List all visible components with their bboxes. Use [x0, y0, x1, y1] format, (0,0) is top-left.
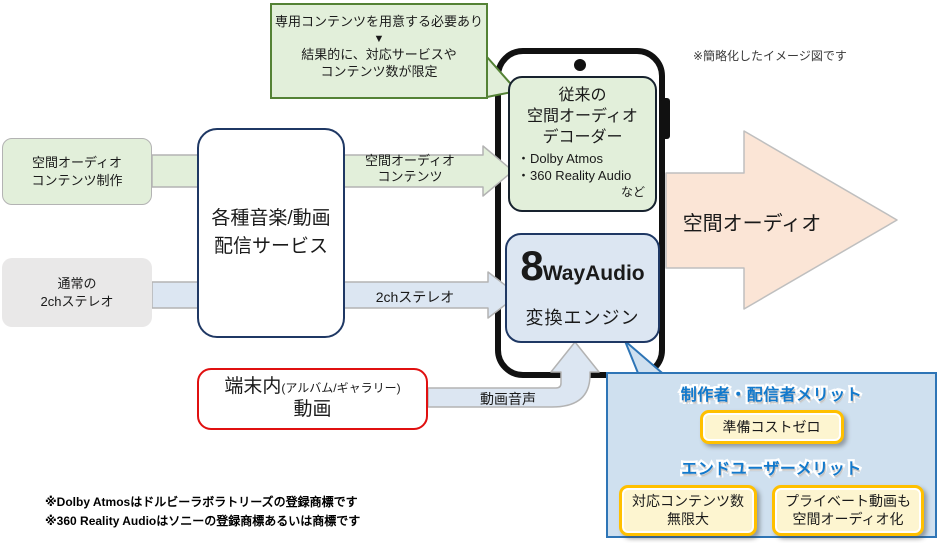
down-triangle-icon: ▼: [373, 32, 385, 45]
benefit-unlimited-content: 対応コンテンツ数 無限大: [619, 485, 757, 536]
limitation-line1: 専用コンテンツを用意する必要あり: [274, 14, 483, 29]
decoder-etc: など: [620, 185, 645, 200]
footnote-dolby: ※Dolby Atmosはドルビーラボラトリーズの登録商標です: [45, 495, 358, 509]
limitation-line3: コンテンツ数が限定: [320, 63, 438, 79]
conversion-engine-box: 8WayAudio 変換エンジン: [505, 233, 660, 343]
benefit-zero-cost: 準備コストゼロ: [699, 410, 844, 445]
device-video-box: 端末内(アルバム/ギャラリー) 動画: [197, 368, 428, 430]
phone-camera-dot-icon: [574, 59, 586, 71]
spatial-content-arrow-label: 空間オーディオ コンテンツ: [364, 153, 456, 184]
distribution-line1: 各種音楽/動画: [211, 207, 331, 229]
creator-merit-heading: 制作者・配信者メリット: [678, 385, 864, 407]
limitation-line2: 結果的に、対応サービスや: [301, 46, 457, 62]
eightwayaudio-logo: 8WayAudio: [520, 245, 645, 296]
video-audio-arrow-label: 動画音声: [480, 391, 536, 407]
device-video-line2: 動画: [293, 399, 332, 420]
spatial-production-box: 空間オーディオ コンテンツ制作: [2, 138, 152, 205]
stereo-line2: 2chステレオ: [40, 293, 114, 309]
normal-stereo-box: 通常の 2chステレオ: [2, 258, 152, 327]
decoder-item-360ra: ・360 Reality Audio: [517, 168, 632, 184]
logo-wayaudio-text: WayAudio: [542, 262, 645, 285]
engine-label: 変換エンジン: [525, 308, 640, 328]
merit-panel: 制作者・配信者メリット 準備コストゼロ エンドユーザーメリット 対応コンテンツ数…: [606, 372, 937, 538]
stereo-line1: 通常の: [57, 275, 97, 291]
device-video-title: 端末内: [224, 376, 282, 398]
trademark-footnotes: ※Dolby Atmosはドルビーラボラトリーズの登録商標です ※360 Rea…: [45, 493, 360, 530]
enduser-merit-heading: エンドユーザーメリット: [679, 459, 864, 481]
simplified-diagram-note: ※簡略化したイメージ図です: [693, 49, 847, 63]
device-video-note: (アルバム/ギャラリー): [281, 381, 401, 396]
decoder-title-line1: 従来の: [558, 87, 607, 104]
logo-digit-8: 8: [520, 242, 543, 289]
decoder-title-line3: デコーダー: [542, 129, 623, 147]
decoder-title-line2: 空間オーディオ: [527, 108, 638, 126]
spatial-production-line2: コンテンツ制作: [31, 172, 123, 188]
spatial-production-line1: 空間オーディオ: [31, 154, 123, 170]
distribution-line2: 配信サービス: [213, 236, 328, 257]
benefit-private-video: プライベート動画も 空間オーディオ化: [772, 485, 924, 536]
decoder-item-dolby: ・Dolby Atmos: [517, 151, 603, 167]
footnote-360ra: ※360 Reality Audioはソニーの登録商標あるいは商標です: [45, 513, 361, 528]
legacy-decoder-box: 従来の 空間オーディオ デコーダー ・Dolby Atmos ・360 Real…: [508, 76, 657, 212]
spatial-output-arrow-label: 空間オーディオ: [682, 213, 822, 235]
phone-side-button: [661, 98, 670, 139]
stereo-arrow-label: 2chステレオ: [375, 289, 455, 305]
limitation-callout: 専用コンテンツを用意する必要あり ▼ 結果的に、対応サービスや コンテンツ数が限…: [270, 3, 488, 99]
distribution-services-box: 各種音楽/動画 配信サービス: [197, 128, 345, 338]
